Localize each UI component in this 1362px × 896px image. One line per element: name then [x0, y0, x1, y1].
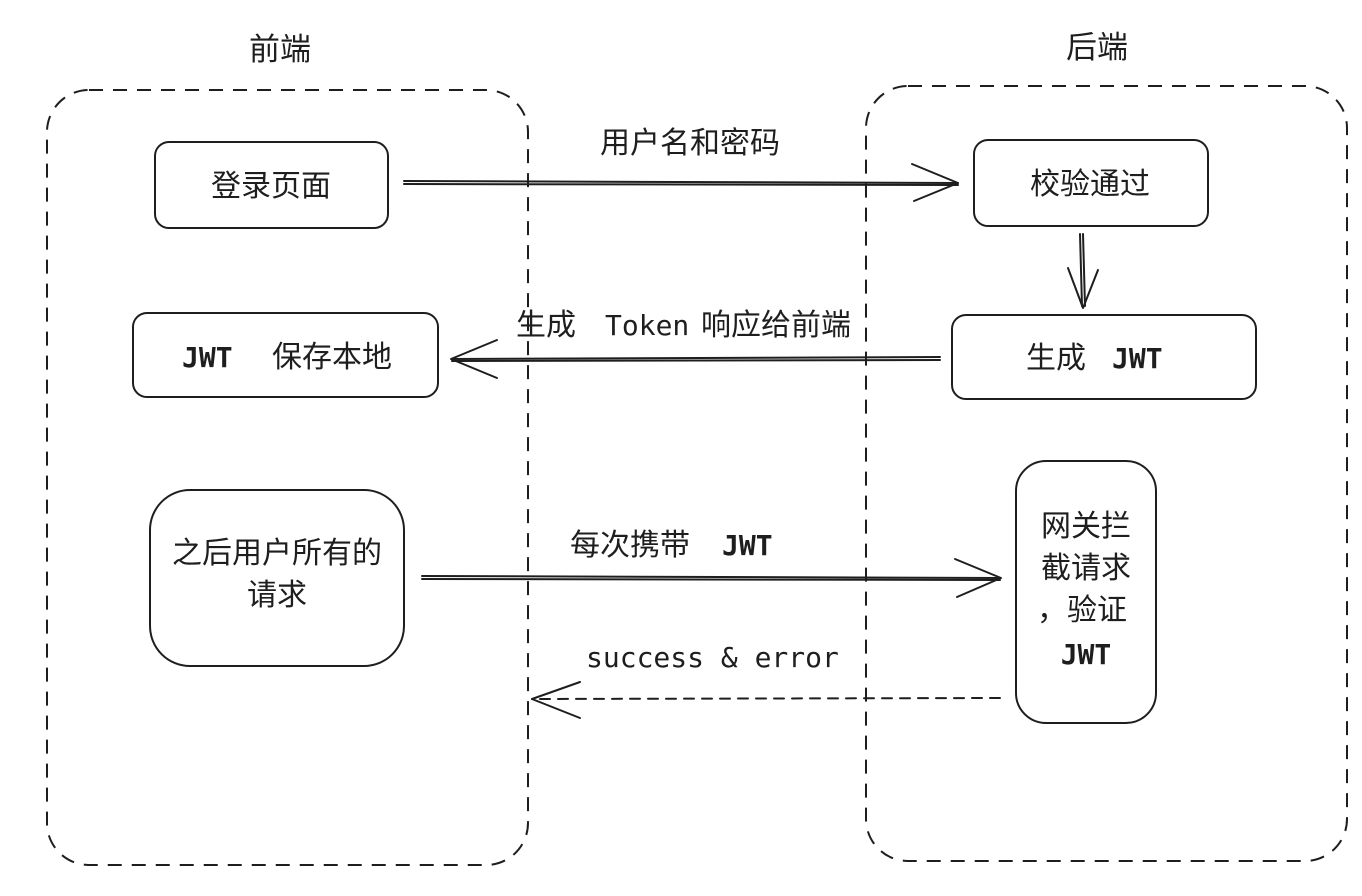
- token-response-token: Token: [605, 309, 689, 342]
- credentials-arrow: [403, 163, 959, 202]
- frontend-zone: [46, 89, 529, 866]
- gateway-line2: 截请求: [1041, 551, 1131, 586]
- verify-pass-node: [973, 139, 1209, 227]
- token-response-prefix: 生成: [516, 308, 576, 343]
- generate-jwt-suffix: JWT: [1112, 342, 1163, 375]
- result-arrow: [531, 681, 1001, 719]
- verify-to-generate-arrow: [1067, 233, 1099, 309]
- login-page-label: 登录页面: [211, 169, 331, 204]
- verify-pass-label: 校验通过: [1030, 167, 1150, 202]
- generate-jwt-node: [951, 314, 1257, 400]
- gateway-line4: JWT: [1061, 638, 1112, 671]
- gateway-line1: 网关拦: [1041, 509, 1131, 544]
- all-requests-node: [149, 489, 405, 667]
- save-jwt-node: [132, 312, 439, 398]
- login-page-node: [154, 141, 389, 229]
- carry-jwt-suffix: JWT: [722, 529, 773, 562]
- frontend-zone-title: 前端: [249, 32, 311, 68]
- save-jwt-suffix: 保存本地: [272, 340, 392, 375]
- credentials-edge-label: 用户名和密码: [600, 126, 780, 161]
- all-requests-line1: 之后用户所有的: [172, 536, 382, 571]
- token-response-suffix: 响应给前端: [701, 308, 851, 343]
- gateway-node: [1015, 460, 1157, 724]
- token-response-arrow: [450, 339, 941, 379]
- backend-zone: [865, 85, 1348, 862]
- backend-zone-title: 后端: [1066, 30, 1128, 66]
- generate-jwt-prefix: 生成: [1026, 341, 1086, 376]
- save-jwt-prefix: JWT: [182, 341, 233, 374]
- carry-jwt-arrow: [421, 558, 1002, 598]
- carry-jwt-prefix: 每次携带: [570, 528, 690, 563]
- gateway-line3: ，验证: [1037, 593, 1127, 628]
- result-edge-label: success & error: [586, 641, 839, 674]
- all-requests-line2: 请求: [247, 578, 307, 613]
